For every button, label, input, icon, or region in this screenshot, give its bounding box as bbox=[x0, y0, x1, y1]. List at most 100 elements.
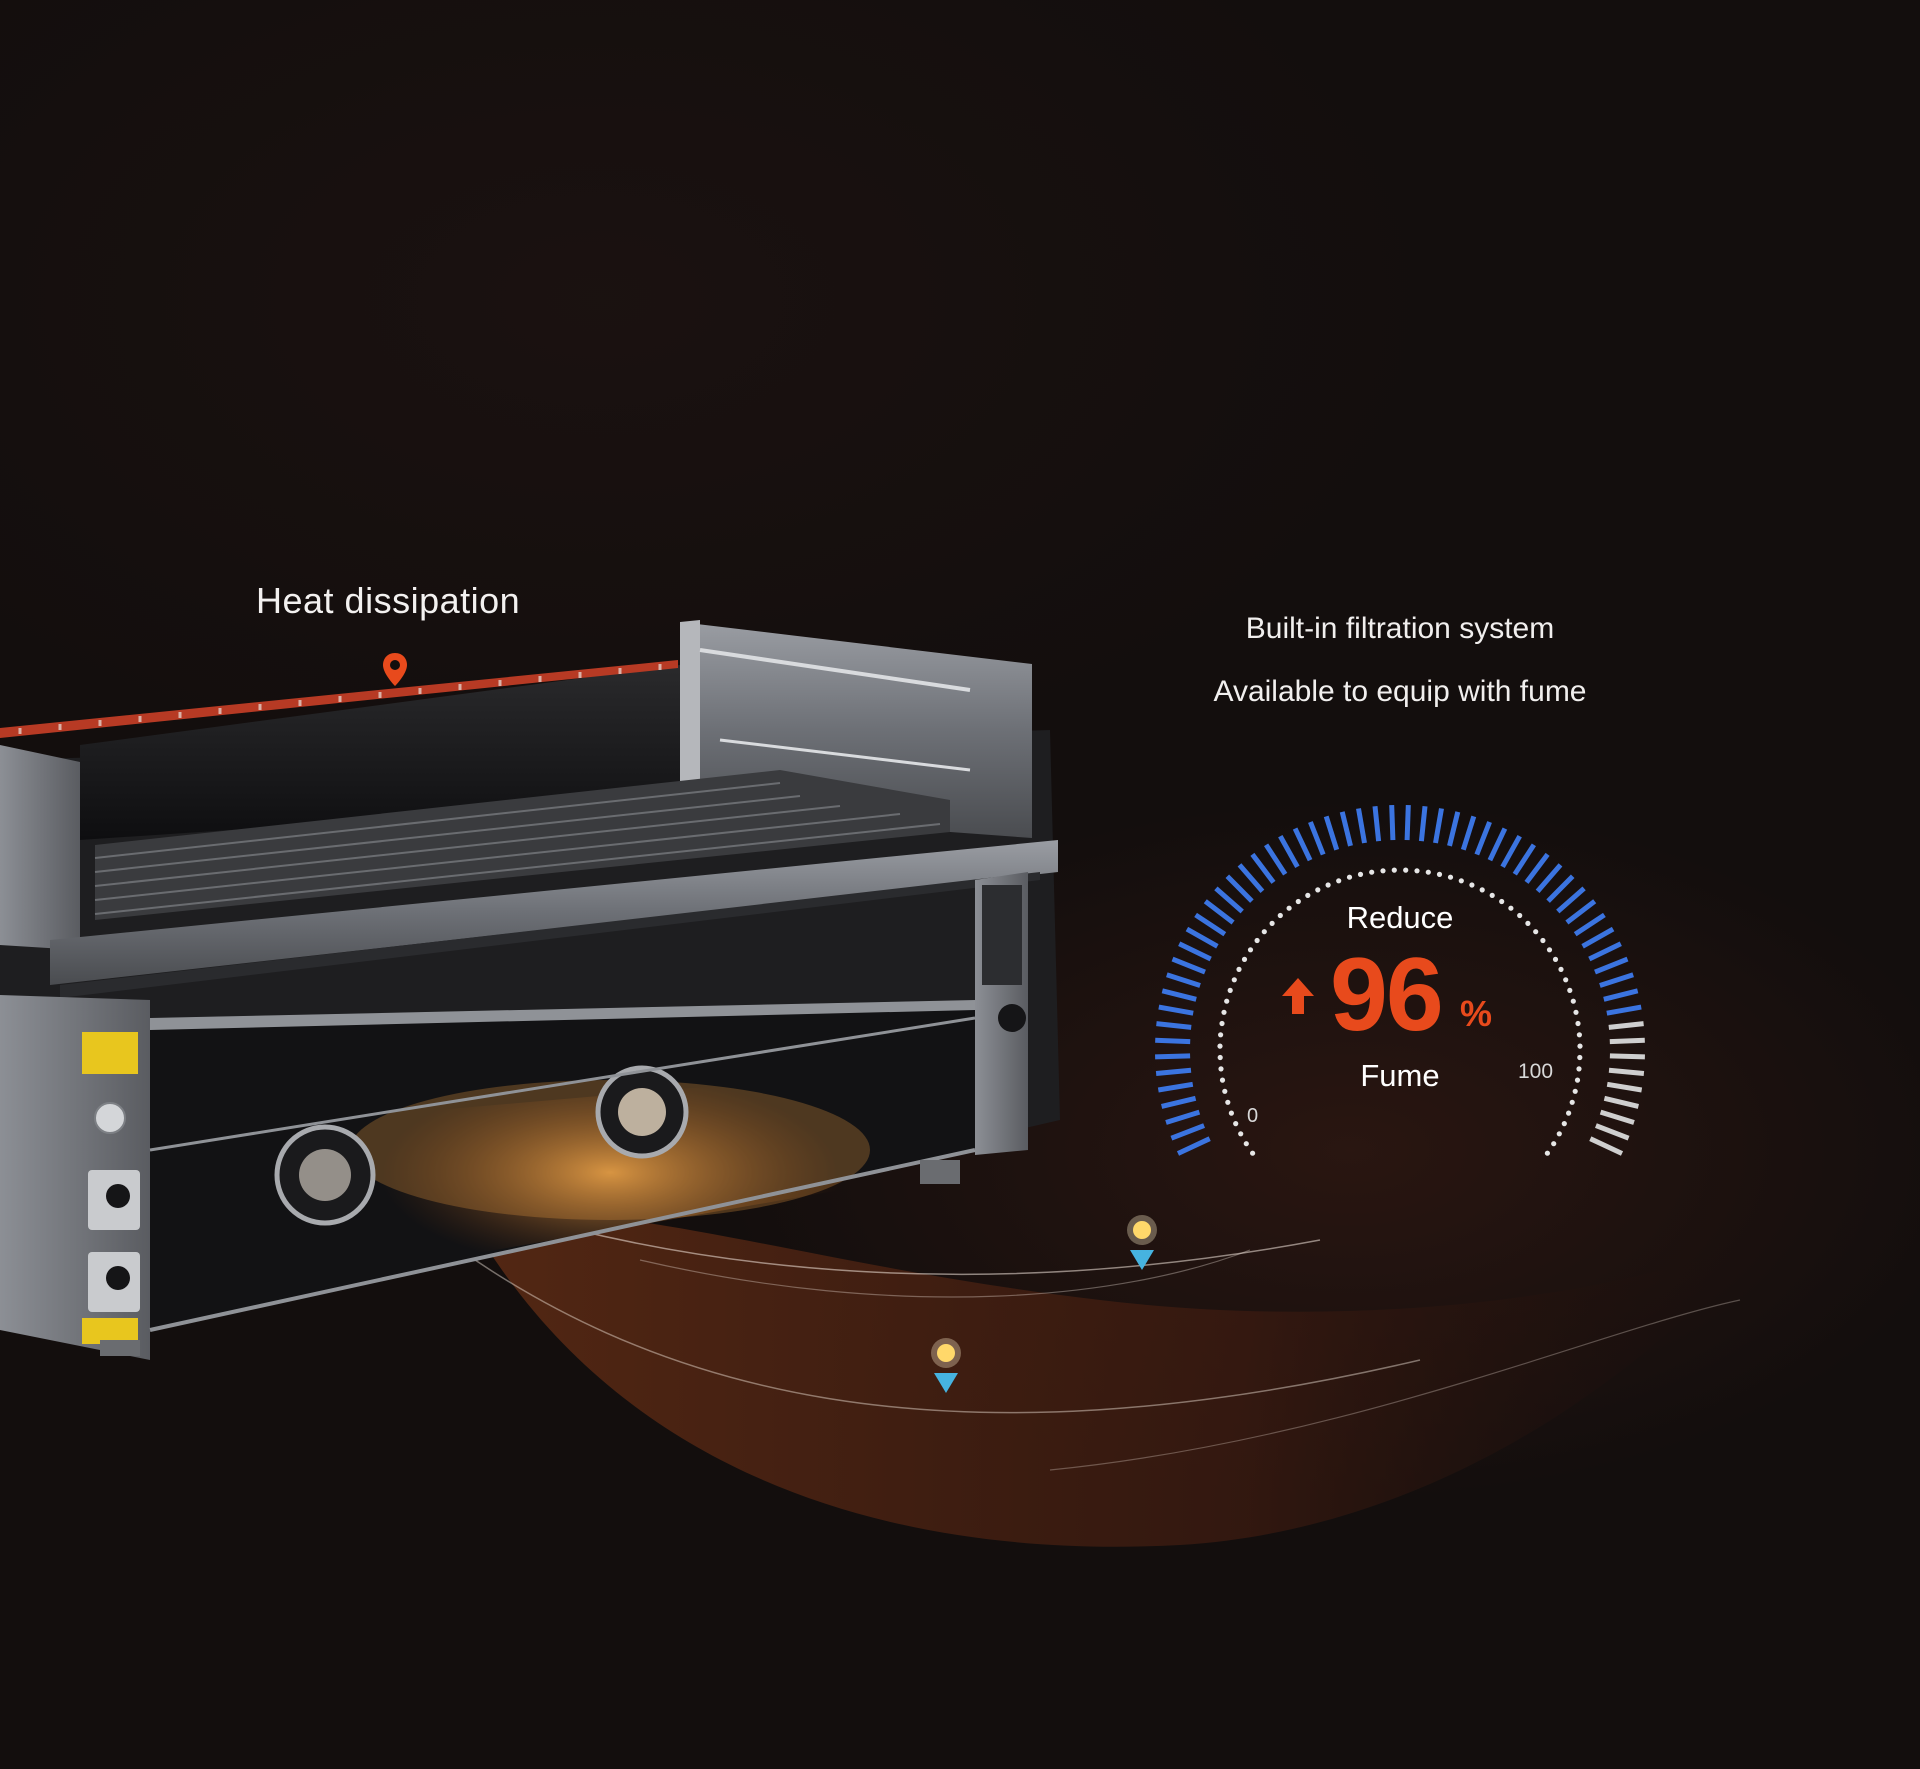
gauge-tick bbox=[1225, 874, 1254, 903]
gauge-tick bbox=[1176, 1136, 1211, 1156]
gauge-tick bbox=[1292, 827, 1313, 862]
gauge-tick bbox=[1214, 886, 1244, 914]
gauge-dot bbox=[1357, 871, 1364, 877]
gauge-tick bbox=[1203, 899, 1235, 925]
gauge-tick bbox=[1166, 972, 1201, 988]
gauge-dot bbox=[1425, 869, 1431, 875]
gauge-dot bbox=[1533, 929, 1539, 935]
gauge-tick bbox=[1155, 1053, 1191, 1060]
gauge-tick bbox=[1339, 811, 1353, 847]
gauge-dot bbox=[1315, 887, 1321, 893]
gauge-dot bbox=[1233, 1121, 1239, 1127]
gauge-dot bbox=[1561, 1121, 1567, 1127]
gauge-dot bbox=[1243, 1141, 1249, 1147]
gauge-tick bbox=[1323, 815, 1340, 851]
gauge-tick bbox=[1556, 886, 1586, 914]
gauge-tick bbox=[1474, 821, 1492, 856]
gauge-tick bbox=[1606, 1004, 1642, 1016]
gauge-dot bbox=[1224, 998, 1230, 1004]
gauge-tick bbox=[1595, 1123, 1630, 1141]
fume-reduction-gauge bbox=[1155, 805, 1645, 1156]
gauge-tick bbox=[1157, 1081, 1194, 1093]
gauge-tick bbox=[1155, 1067, 1192, 1076]
gauge-tick bbox=[1308, 821, 1326, 856]
gauge-tick bbox=[1606, 1081, 1643, 1093]
gauge-dot bbox=[1577, 1054, 1583, 1061]
gauge-dot bbox=[1228, 1110, 1234, 1116]
gauge-tick bbox=[1161, 988, 1197, 1002]
gauge-dot bbox=[1570, 998, 1576, 1004]
gauge-dot bbox=[1577, 1043, 1583, 1049]
gauge-dot bbox=[1574, 1077, 1581, 1083]
gauge-dot bbox=[1305, 892, 1311, 898]
gauge-dot bbox=[1221, 1009, 1227, 1015]
gauge-tick bbox=[1237, 863, 1265, 893]
gauge-tick bbox=[1487, 827, 1508, 862]
gauge-dot bbox=[1346, 874, 1353, 880]
gauge-dot bbox=[1269, 920, 1275, 926]
down-arrow-marker-icon bbox=[931, 1338, 961, 1393]
gauge-dot bbox=[1219, 1020, 1225, 1027]
gauge-tick bbox=[1609, 1037, 1645, 1045]
gauge-max-label: 100 bbox=[1518, 1060, 1554, 1083]
gauge-tick bbox=[1500, 834, 1522, 869]
gauge-dot bbox=[1277, 912, 1283, 919]
gauge-dot bbox=[1369, 869, 1375, 875]
down-arrow-marker-icon bbox=[1127, 1215, 1157, 1270]
gauge-tick bbox=[1573, 912, 1606, 937]
gauge-tick bbox=[1155, 1037, 1191, 1045]
gauge-dot bbox=[1254, 937, 1260, 944]
gauge-tick bbox=[1460, 815, 1477, 851]
gauge-dot bbox=[1569, 1099, 1575, 1105]
gauge-tick bbox=[1608, 1067, 1645, 1076]
gauge-dot bbox=[1295, 898, 1301, 905]
gauge-dot bbox=[1241, 956, 1248, 962]
gauge-tick-ring bbox=[1155, 805, 1645, 1156]
gauge-tick bbox=[1565, 899, 1597, 925]
gauge-caption: Fume bbox=[1360, 1058, 1440, 1093]
gauge-tick bbox=[1599, 972, 1634, 988]
gauge-dot bbox=[1225, 1099, 1231, 1105]
gauge-tick bbox=[1589, 1136, 1624, 1156]
gauge-tick bbox=[1433, 808, 1444, 844]
gauge-tick bbox=[1594, 956, 1629, 975]
feature-fume-text: Available to equip with fume bbox=[1213, 675, 1587, 708]
gauge-dot bbox=[1563, 977, 1569, 983]
gauge-tick bbox=[1524, 852, 1550, 884]
heat-dissipation-label: Heat dissipation bbox=[256, 580, 521, 621]
gauge-dot bbox=[1573, 1009, 1579, 1015]
gauge-tick bbox=[1170, 1123, 1205, 1141]
gauge-title: Reduce bbox=[1346, 900, 1454, 935]
gauge-dot bbox=[1558, 966, 1564, 972]
gauge-dot bbox=[1227, 987, 1233, 993]
gauge-dot bbox=[1540, 937, 1546, 944]
gauge-dotted-ring bbox=[1217, 867, 1583, 1156]
gauge-tick bbox=[1603, 988, 1639, 1002]
gauge-dot bbox=[1546, 947, 1553, 953]
gauge-tick bbox=[1447, 811, 1461, 847]
gauge-dot bbox=[1567, 987, 1573, 993]
gauge-readout: 96 % bbox=[1278, 940, 1528, 1050]
gauge-tick bbox=[1171, 956, 1206, 975]
gauge-tick bbox=[1278, 834, 1300, 869]
gauge-dot bbox=[1576, 1032, 1582, 1038]
gauge-dot bbox=[1217, 1043, 1223, 1049]
gauge-tick bbox=[1250, 852, 1276, 884]
gauge-tick bbox=[1588, 941, 1622, 962]
gauge-tick bbox=[1546, 874, 1575, 903]
gauge-dot bbox=[1436, 871, 1443, 877]
gauge-unit: % bbox=[1460, 993, 1493, 1034]
gauge-tick bbox=[1608, 1021, 1644, 1030]
gauge-tick bbox=[1581, 926, 1615, 949]
gauge-tick bbox=[1161, 1095, 1197, 1109]
gauge-tick bbox=[1599, 1109, 1635, 1125]
gauge-dot bbox=[1403, 867, 1409, 873]
gauge-dot bbox=[1217, 1054, 1223, 1061]
gauge-dot bbox=[1508, 905, 1514, 911]
gauge-dot bbox=[1218, 1032, 1224, 1038]
gauge-min-label: 0 bbox=[1247, 1105, 1259, 1127]
gauge-tick bbox=[1512, 843, 1536, 876]
gauge-dot bbox=[1414, 868, 1420, 874]
gauge-dot bbox=[1247, 947, 1254, 953]
